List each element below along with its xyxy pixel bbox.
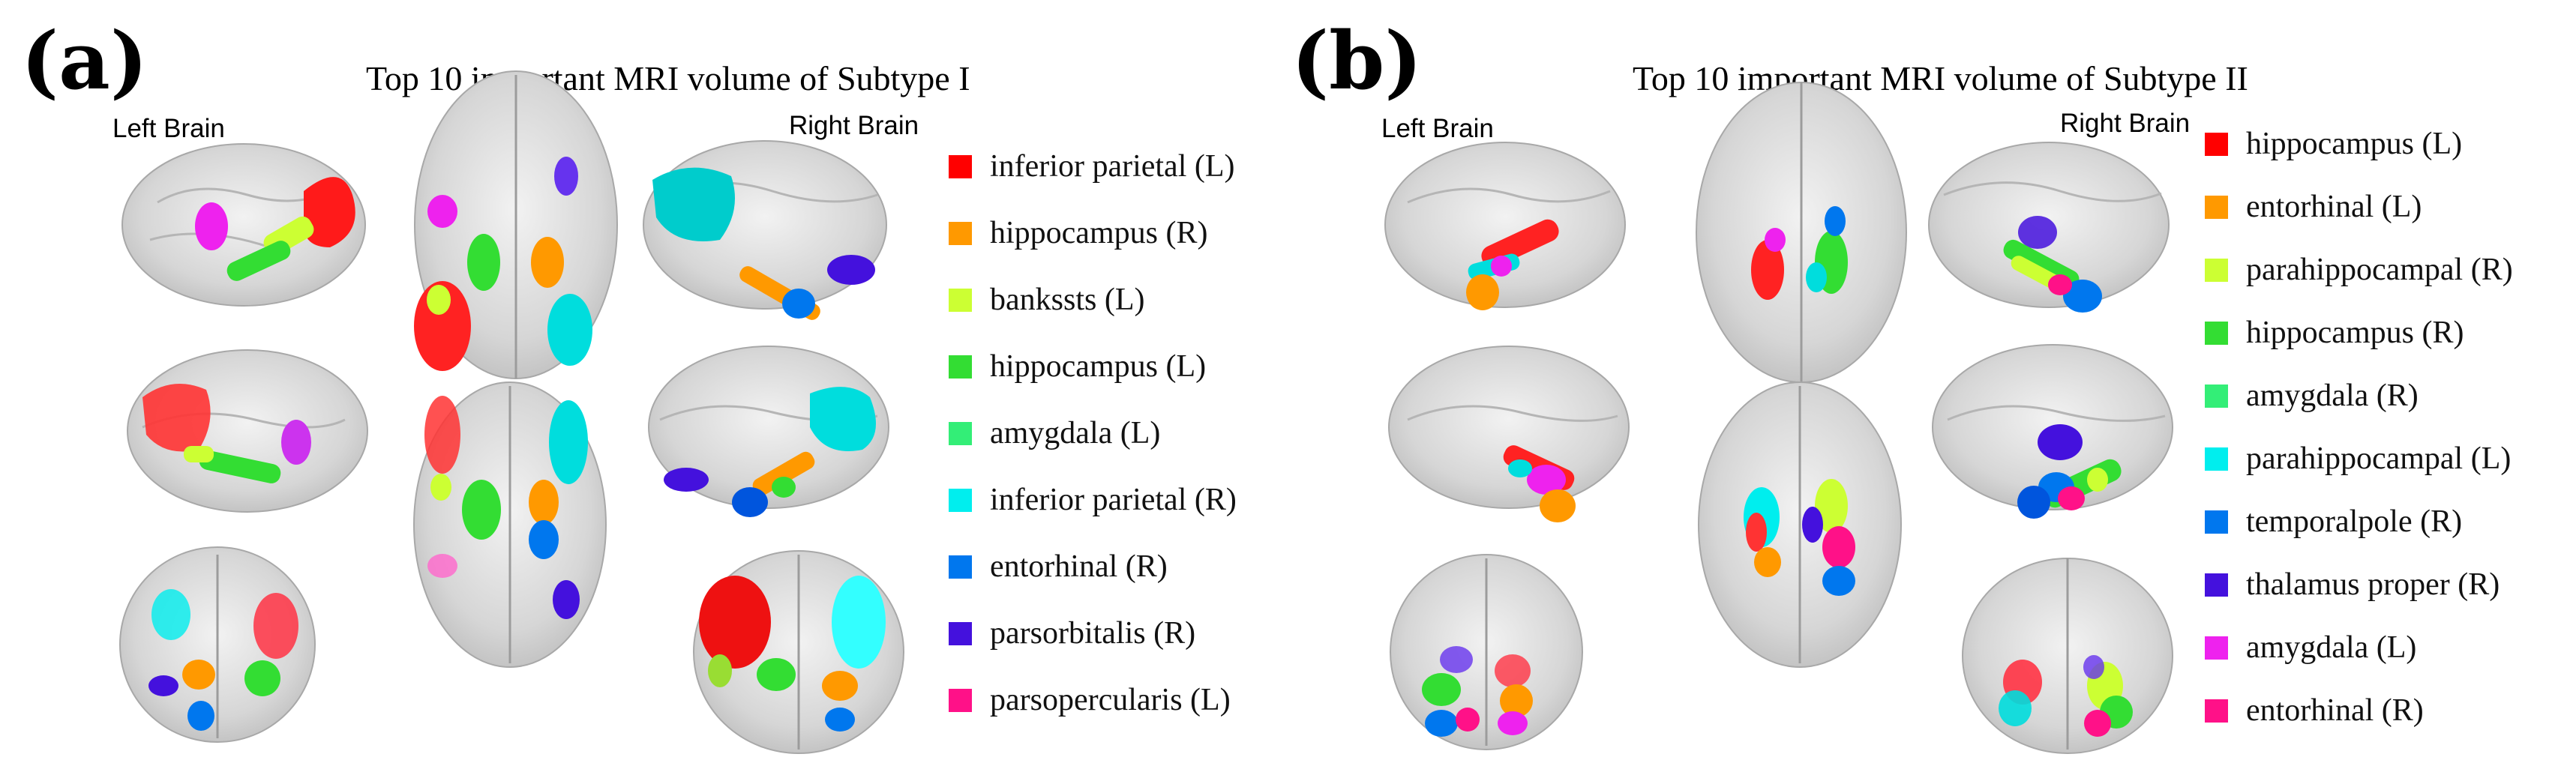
legend-item: hippocampus (R) (949, 211, 1207, 256)
brain-left-lateral (1384, 142, 1626, 310)
legend-swatch (2205, 573, 2228, 597)
left-brain-label: Left Brain (1381, 114, 1494, 143)
legend-item: parahippocampal (R) (2205, 247, 2513, 292)
legend-swatch (2205, 321, 2228, 345)
legend-item: parsopercularis (L) (949, 678, 1231, 723)
legend-item: amygdala (R) (2205, 373, 2419, 418)
legend-label: temporalpole (R) (2246, 504, 2463, 539)
legend-label: parahippocampal (L) (2246, 441, 2512, 476)
legend-swatch (2205, 636, 2228, 660)
brain-right-anterior (693, 550, 904, 754)
legend-label: bankssts (L) (990, 283, 1145, 317)
legend-swatch (949, 355, 972, 379)
panel-a: (a) Top 10 important MRI volume of Subty… (21, 13, 1237, 754)
right-brain-label: Right Brain (789, 111, 919, 140)
legend-item: temporalpole (R) (2205, 499, 2462, 544)
legend-label: inferior parietal (R) (990, 483, 1237, 517)
legend-label: hippocampus (R) (2246, 316, 2464, 350)
brain-renderings-a (119, 70, 904, 754)
legend-item: hippocampus (L) (949, 344, 1206, 389)
brain-right-medial (1932, 344, 2173, 519)
legend-swatch (2205, 447, 2228, 471)
legend-item: amygdala (L) (2205, 625, 2416, 670)
legend-label: entorhinal (L) (2246, 190, 2422, 224)
legend-swatch (2205, 132, 2228, 156)
legend-swatch (949, 688, 972, 712)
brain-right-medial (648, 346, 889, 517)
legend-item: thalamus proper (R) (2205, 562, 2500, 607)
brain-left-posterior (119, 546, 316, 743)
legend-label: hippocampus (L) (2246, 127, 2463, 161)
legend-swatch (949, 488, 972, 512)
legend-label: parahippocampal (R) (2246, 253, 2513, 287)
legend-item: amygdala (L) (949, 411, 1160, 456)
brain-right-lateral (643, 140, 887, 320)
legend-label: amygdala (L) (990, 416, 1161, 450)
legend-label: amygdala (R) (2246, 379, 2419, 413)
legend-label: parsorbitalis (R) (990, 616, 1196, 651)
legend-item: entorhinal (L) (2205, 184, 2422, 229)
legend-swatch (949, 154, 972, 178)
brain-top-view (1696, 82, 1907, 383)
legend-swatch (2205, 510, 2228, 534)
legend-label: amygdala (L) (2246, 630, 2417, 665)
legend-swatch (2205, 258, 2228, 282)
legend-label: inferior parietal (L) (990, 149, 1235, 184)
legend-swatch (949, 621, 972, 645)
brain-right-anterior (1962, 558, 2173, 754)
legend-item: parahippocampal (L) (2205, 436, 2511, 481)
legend-swatch (2205, 195, 2228, 219)
brain-right-lateral (1928, 142, 2170, 313)
right-brain-label: Right Brain (2060, 109, 2191, 138)
legend-item: bankssts (L) (949, 277, 1144, 322)
legend-swatch (2205, 699, 2228, 723)
panel-title: Top 10 important MRI volume of Subtype I… (1633, 59, 2248, 97)
legend-swatch (949, 288, 972, 312)
brain-bottom-view (1698, 382, 1902, 668)
legend-label: thalamus proper (R) (2246, 567, 2500, 602)
legend-label: hippocampus (R) (990, 216, 1208, 250)
legend-swatch (2205, 384, 2228, 408)
legend-item: hippocampus (L) (2205, 121, 2462, 166)
legend-item: hippocampus (R) (2205, 310, 2464, 355)
brain-left-posterior (1390, 554, 1583, 750)
legend-item: parsorbitalis (R) (949, 611, 1195, 656)
legend-swatch (949, 221, 972, 245)
brain-bottom-view (413, 382, 607, 668)
legend-item: entorhinal (R) (2205, 688, 2424, 733)
panel-label: (a) (21, 13, 148, 107)
brain-left-medial (127, 349, 368, 513)
legend-label: hippocampus (L) (990, 349, 1207, 384)
panel-label: (b) (1291, 13, 1423, 107)
left-brain-label: Left Brain (112, 114, 225, 143)
brain-left-medial (1388, 346, 1630, 522)
brain-left-lateral (121, 143, 366, 307)
brain-renderings-b (1384, 82, 2173, 754)
legend-swatch (949, 421, 972, 445)
legend-label: entorhinal (R) (990, 549, 1168, 584)
legend-item: inferior parietal (L) (949, 144, 1234, 189)
panel-b: (b) Top 10 important MRI volume of Subty… (1288, 0, 2575, 772)
legend-swatch (949, 555, 972, 579)
legend-label: parsopercularis (L) (990, 683, 1231, 717)
brain-top-view (414, 70, 618, 379)
legend-label: entorhinal (R) (2246, 693, 2424, 728)
legend-item: entorhinal (R) (949, 544, 1168, 589)
legend-item: inferior parietal (R) (949, 477, 1237, 522)
